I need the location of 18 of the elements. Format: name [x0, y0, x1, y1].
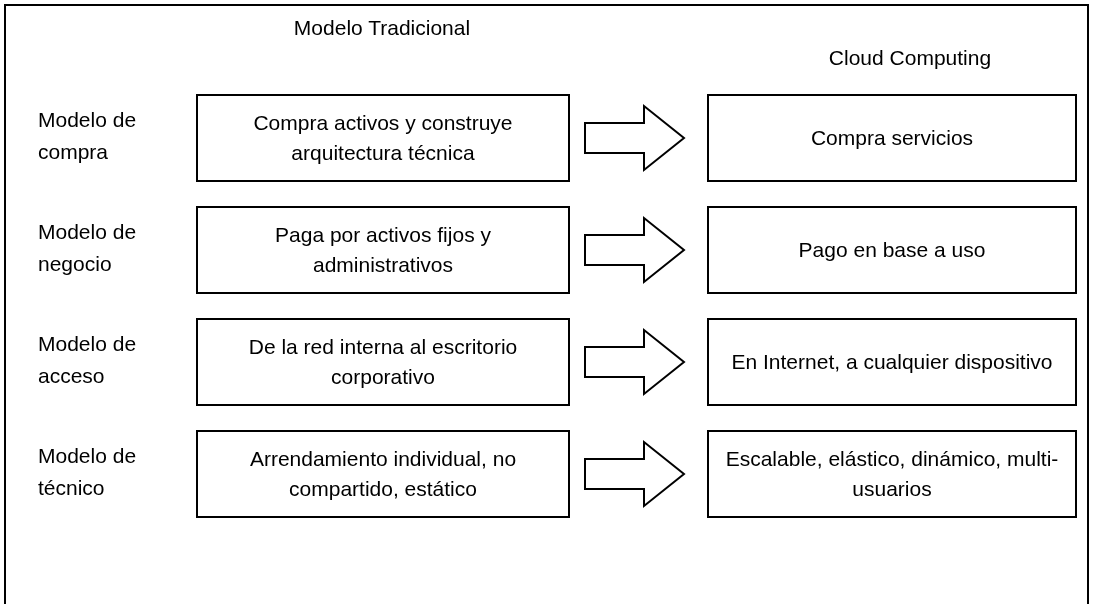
column-heading: Modelo Tradicional: [292, 15, 472, 41]
block-arrow: [584, 439, 686, 509]
text-box: Escalable, elástico, dinámico, multi-usuarios: [707, 430, 1077, 518]
row-label: Modelo de técnico: [38, 443, 138, 501]
text-box: Pago en base a uso: [707, 206, 1077, 294]
column-heading: Cloud Computing: [827, 45, 993, 71]
text-box: En Internet, a cualquier dispositivo: [707, 318, 1077, 406]
text-box: Paga por activos fijos y administrativos: [196, 206, 570, 294]
row-label: Modelo de acceso: [38, 331, 138, 389]
block-arrow: [584, 103, 686, 173]
text-box: De la red interna al escritorio corporativo: [196, 318, 570, 406]
block-arrow: [584, 215, 686, 285]
text-box: Compra activos y construye arquitectura técnica: [196, 94, 570, 182]
text-box: Arrendamiento individual, no compartido, estático: [196, 430, 570, 518]
row-label: Modelo de negocio: [38, 219, 138, 277]
row-label: Modelo de compra: [38, 107, 138, 165]
text-box: Compra servicios: [707, 94, 1077, 182]
block-arrow: [584, 327, 686, 397]
